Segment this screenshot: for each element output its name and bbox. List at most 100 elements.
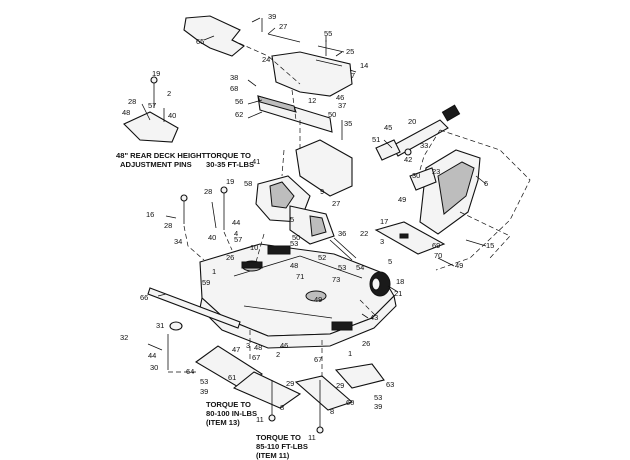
callout: 23 <box>432 167 440 176</box>
callout: 49 <box>398 195 406 204</box>
svg-text:TORQUE TO: TORQUE TO <box>206 400 251 409</box>
callout: 43 <box>370 313 378 322</box>
callout: 3 <box>380 237 384 246</box>
rear-deck-height-detail <box>123 76 179 143</box>
callout: 37 <box>338 101 346 110</box>
callout: 15 <box>486 241 494 250</box>
callout: 49 <box>455 261 463 270</box>
callout: 26 <box>226 253 234 262</box>
callout: 41 <box>252 157 260 166</box>
callout: 26 <box>362 339 370 348</box>
callout: 27 <box>279 22 287 31</box>
callout: 11 <box>256 415 264 424</box>
blade-63 <box>334 363 385 389</box>
callout: 30 <box>412 171 420 180</box>
callout: 53 <box>290 239 298 248</box>
callout: 42 <box>404 155 412 164</box>
callout: 39 <box>374 402 382 411</box>
callout: 59 <box>202 278 210 287</box>
callout: 69 <box>432 241 440 250</box>
callout: 57 <box>234 235 242 244</box>
callout: 68 <box>230 84 238 93</box>
callout: 58 <box>244 179 252 188</box>
note-torque-blade-b: TORQUE TO 85-110 FT-LBS (ITEM 11) <box>256 433 308 460</box>
callout: 62 <box>235 110 243 119</box>
callout: 66 <box>140 293 148 302</box>
callout: 40 <box>168 111 176 120</box>
callout: 25 <box>346 47 354 56</box>
svg-text:ADJUSTMENT PINS: ADJUSTMENT PINS <box>120 160 192 169</box>
callout: 32 <box>120 333 128 342</box>
callout: 70 <box>434 251 442 260</box>
callout: 60 <box>346 398 354 407</box>
callout: 7 <box>351 71 355 80</box>
callout: 46 <box>336 93 344 102</box>
callout: 67 <box>314 355 322 364</box>
callout-numbers: 39 27 65 55 24 25 14 7 38 68 56 62 12 46… <box>120 12 494 442</box>
callout: 28 <box>128 97 136 106</box>
callout: 71 <box>296 272 304 281</box>
callout: 2 <box>276 350 280 359</box>
callout: 57 <box>148 101 156 110</box>
callout: 1 <box>348 349 352 358</box>
note-rear-deck-height: 48" REAR DECK HEIGHT ADJUSTMENT PINS <box>116 151 206 169</box>
callout: 53 <box>374 393 382 402</box>
callout: 65 <box>196 37 204 46</box>
callout: 56 <box>235 97 243 106</box>
callout: 52 <box>318 253 326 262</box>
callout: 21 <box>394 289 402 298</box>
callout: 64 <box>186 367 194 376</box>
callout: 48 <box>122 108 130 117</box>
part-25-pins <box>315 40 345 67</box>
assembly-guides <box>168 39 531 378</box>
callout: 2 <box>167 89 171 98</box>
callout: 44 <box>232 218 240 227</box>
callout: 44 <box>148 351 156 360</box>
callout: 20 <box>408 117 416 126</box>
callout: 8 <box>280 403 284 412</box>
callout: 45 <box>384 123 392 132</box>
callout: 67 <box>252 353 260 362</box>
callout: 47 <box>232 345 240 354</box>
callout: 3 <box>246 341 250 350</box>
leader-lines <box>147 17 487 351</box>
callout: 31 <box>156 321 164 330</box>
part-24-frame <box>271 51 353 97</box>
wheel-18 <box>369 271 391 297</box>
pin-sets-left <box>180 186 228 230</box>
svg-text:TORQUE TO: TORQUE TO <box>256 433 301 442</box>
callout: 22 <box>360 229 368 238</box>
bracket-22 <box>374 221 446 255</box>
callout: 30 <box>150 363 158 372</box>
callout: 40 <box>208 233 216 242</box>
callout: 5 <box>388 257 392 266</box>
callout: 24 <box>262 55 270 64</box>
drive-shaft <box>375 104 461 161</box>
callout: 5 <box>290 215 294 224</box>
callout: 8 <box>330 407 334 416</box>
callout: 16 <box>146 210 154 219</box>
callout: 38 <box>230 73 238 82</box>
pin-31 <box>167 321 183 370</box>
callout: 53 <box>200 377 208 386</box>
callout: 18 <box>396 277 404 286</box>
callout: 63 <box>386 380 394 389</box>
callout: 28 <box>164 221 172 230</box>
skid-rail-66 <box>147 287 241 329</box>
callout: 17 <box>380 217 388 226</box>
callout: 33 <box>420 141 428 150</box>
callout: 48 <box>254 343 262 352</box>
callout: 10 <box>250 243 258 252</box>
callout: 29 <box>336 381 344 390</box>
note-torque-upper: TORQUE TO 30-35 FT-LBS <box>206 151 254 169</box>
callout: 53 <box>338 263 346 272</box>
callout: 50 <box>292 233 300 242</box>
bracket-23 <box>409 167 437 191</box>
callout: 48 <box>290 261 298 270</box>
belt-36 <box>329 237 357 261</box>
callout: 39 <box>268 12 276 21</box>
svg-text:80-100 IN-LBS: 80-100 IN-LBS <box>206 409 257 418</box>
callout: 11 <box>308 433 316 442</box>
spindle-bolts <box>268 380 324 434</box>
